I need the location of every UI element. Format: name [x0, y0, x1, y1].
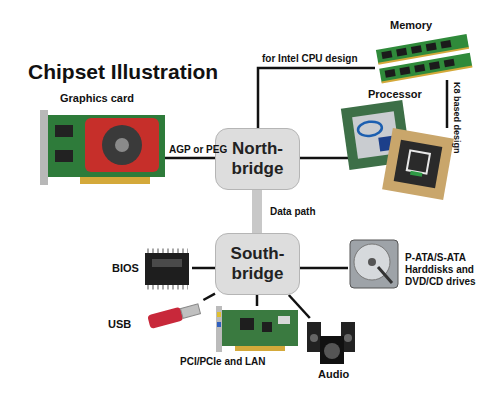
memory-part: Memory — [375, 36, 472, 80]
memory-chip — [396, 48, 407, 57]
chip-pins — [147, 249, 188, 254]
card-chip — [240, 318, 254, 330]
node-label: P-ATA/S-ATA Harddisks and DVD/CD drives — [405, 252, 493, 288]
connector-line — [252, 190, 262, 233]
node-label: PCI/PCIe and LAN — [180, 356, 266, 368]
card-chip — [262, 322, 272, 332]
connector-label: for Intel CPU design — [262, 53, 358, 64]
node-label: North-bridge — [216, 139, 299, 179]
memory-chip — [411, 45, 422, 54]
memory-picture — [376, 34, 473, 83]
expansion-card-part: PCI/PCIe and LAN — [215, 306, 300, 352]
connector-line — [192, 267, 215, 270]
diagram-title: Chipset Illustration — [28, 60, 218, 84]
card-part — [278, 316, 290, 324]
disk-arm — [378, 267, 392, 283]
node-label: Memory — [390, 19, 432, 31]
harddisk-picture — [350, 240, 398, 288]
graphics-card-picture — [40, 110, 165, 185]
speaker-box — [307, 322, 321, 352]
subwoofer-box — [320, 336, 344, 364]
audio-part: Audio — [305, 318, 357, 366]
card-chip — [55, 125, 73, 137]
card-board — [48, 115, 165, 177]
node-label: USB — [108, 318, 131, 330]
connector-label: AGP or PEG — [169, 144, 227, 155]
connector-line — [165, 157, 215, 160]
card-chip — [55, 150, 73, 162]
speaker-cone — [310, 334, 318, 342]
memory-chip — [440, 40, 451, 49]
chip-logo-mark — [357, 120, 383, 137]
card-bracket — [40, 110, 48, 185]
connector-label: K8 based design — [451, 82, 462, 154]
chip-logo-mark — [410, 171, 423, 177]
bridge-box: North-bridge — [215, 128, 300, 190]
memory-chip — [385, 69, 396, 78]
card-fingers — [235, 346, 285, 351]
bios-chip-picture — [145, 251, 189, 287]
node-label: South-bridge — [216, 244, 299, 284]
chip-substrate — [382, 128, 454, 200]
connector-label: Data path — [270, 206, 316, 217]
chip-logo-mark — [407, 150, 430, 173]
connector-line — [256, 295, 259, 306]
memory-chip — [399, 67, 410, 76]
graphics-card-part: Graphics card — [40, 108, 165, 188]
amd-chip-picture — [382, 128, 454, 200]
bios-part: BIOS — [142, 248, 192, 290]
drive-part: P-ATA/S-ATA Harddisks and DVD/CD drives — [348, 238, 400, 290]
node-label: Graphics card — [60, 92, 134, 104]
memory-chip — [429, 61, 440, 70]
connector-line — [300, 267, 348, 270]
subwoofer-cone — [324, 343, 340, 359]
usb-body — [147, 307, 183, 329]
pci-card-picture — [216, 306, 298, 352]
card-fingers — [80, 177, 150, 184]
card-fan-hub — [115, 138, 129, 152]
chip-pins — [147, 285, 188, 290]
disk-spindle — [368, 258, 376, 266]
speaker-cone — [344, 334, 352, 342]
usb-stick-picture — [147, 302, 201, 329]
bridge-box: South-bridge — [215, 233, 300, 295]
card-shroud — [85, 118, 159, 172]
node-label: Audio — [318, 368, 349, 380]
chip-body — [145, 253, 189, 285]
usb-part: USB — [145, 300, 207, 330]
memory-chip — [381, 50, 392, 59]
chip-lid — [394, 140, 443, 189]
memory-chip — [426, 43, 437, 52]
card-jack — [217, 322, 221, 327]
card-bracket — [216, 306, 222, 352]
memory-chip — [444, 59, 455, 68]
connector-line — [203, 294, 215, 300]
card-board — [222, 310, 298, 346]
chip-marking — [152, 259, 182, 267]
memory-stick — [379, 53, 472, 83]
usb-plug — [181, 304, 201, 318]
node-label: Processor — [368, 88, 422, 100]
processor-part: Processor — [385, 128, 453, 200]
speaker-picture — [307, 322, 355, 364]
card-jack — [217, 312, 221, 317]
memory-chip — [414, 64, 425, 73]
disk-case — [350, 240, 398, 288]
connector-line — [446, 80, 449, 128]
memory-contacts — [381, 66, 472, 84]
node-label: BIOS — [112, 262, 139, 274]
card-fan — [102, 125, 142, 165]
